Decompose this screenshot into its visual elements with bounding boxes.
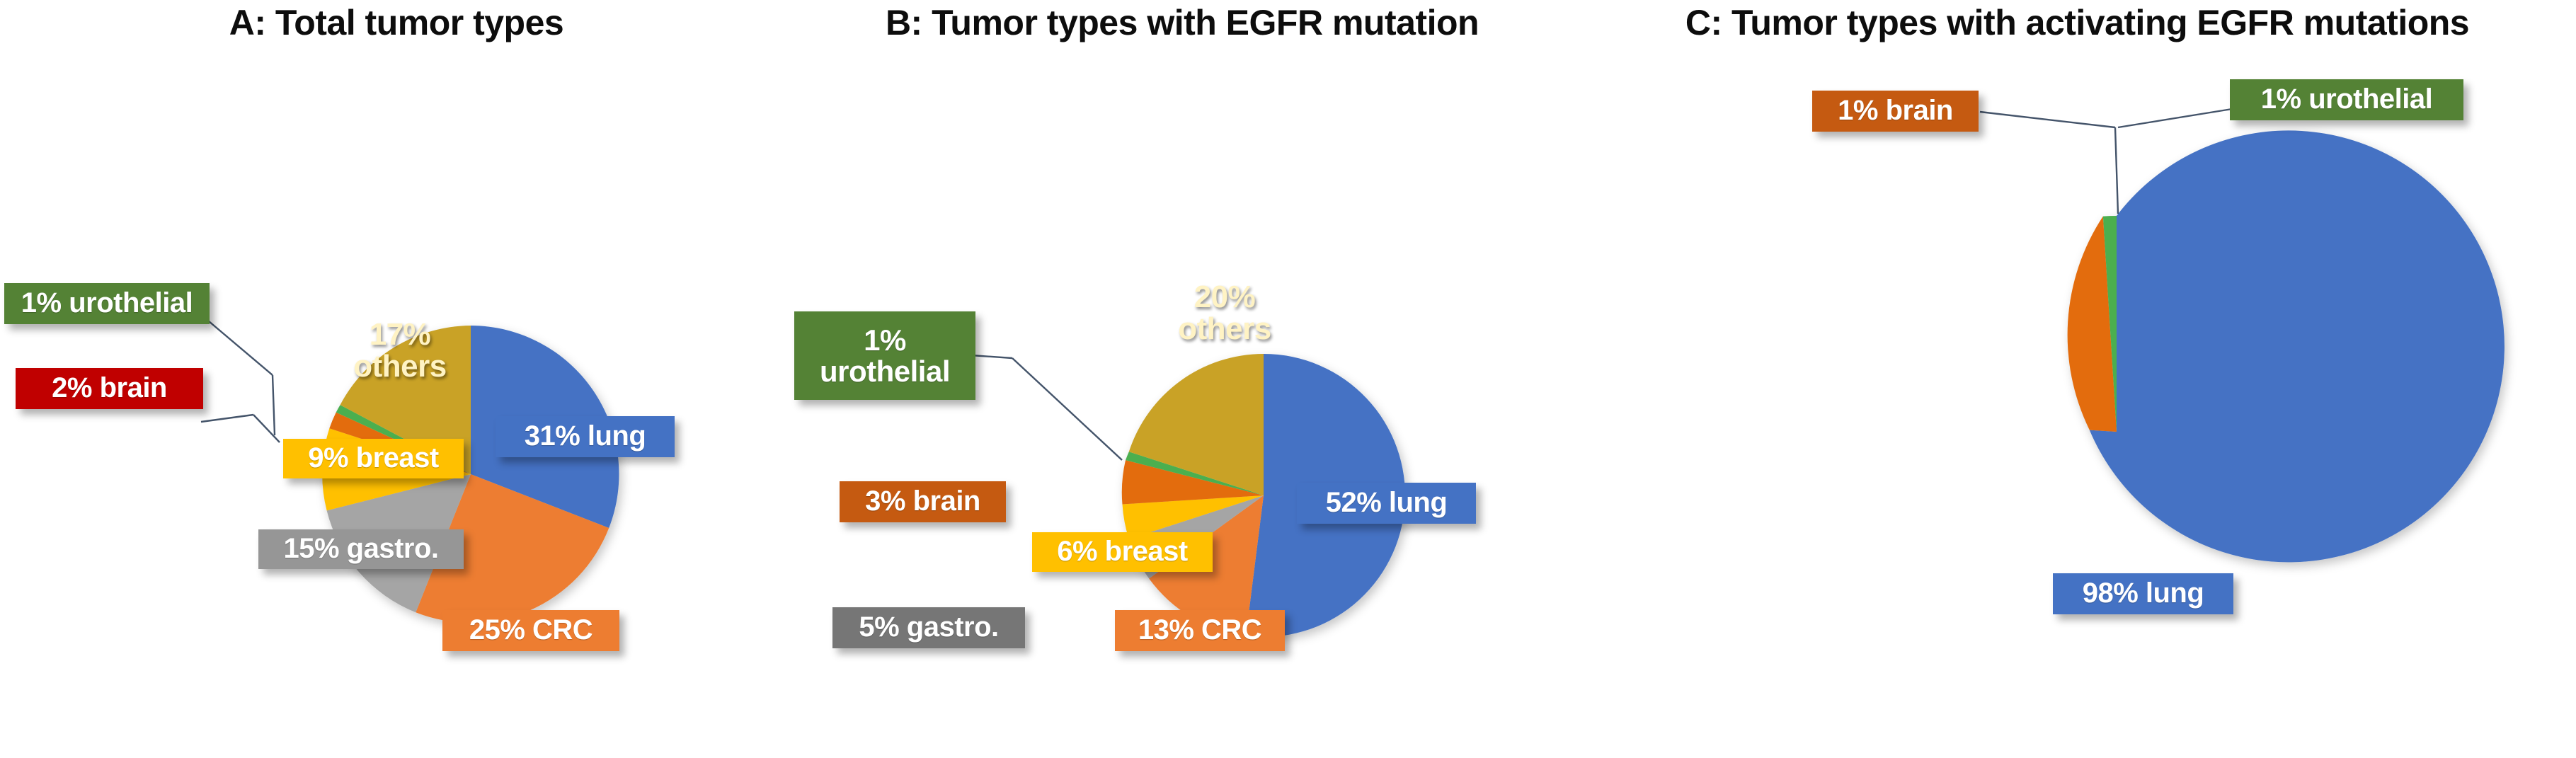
label-c-urothelial: 1% urothelial — [2230, 79, 2463, 120]
slice-b-urothelial — [1126, 452, 1264, 495]
label-b-crc: 13% CRC — [1115, 610, 1285, 651]
slice-c-lung — [2089, 130, 2505, 563]
label-b-lung: 52% lung — [1297, 483, 1476, 524]
slice-a-others — [340, 326, 471, 474]
label-a-gastro: 15% gastro. — [258, 529, 464, 569]
slice-b-breast — [1122, 495, 1264, 539]
slice-c-brain — [2067, 216, 2117, 432]
slice-b-brain — [1121, 460, 1264, 505]
label-b-others: 20% others — [1178, 279, 1271, 346]
leader-lines-b — [971, 354, 1123, 461]
slice-c-urothelial — [2102, 216, 2117, 432]
panel-b-title: B: Tumor types with EGFR mutation — [885, 3, 1479, 42]
label-a-breast: 9% breast — [283, 439, 464, 478]
label-b-gastro: 5% gastro. — [832, 607, 1025, 648]
pie-chart-c — [1899, 130, 2505, 650]
panel-c-title: C: Tumor types with activating EGFR muta… — [1685, 3, 2470, 42]
panel-a-title: A: Total tumor types — [229, 3, 564, 42]
pie-c-slices — [2067, 130, 2505, 563]
label-c-brain: 1% brain — [1812, 91, 1979, 132]
slice-b-others — [1128, 354, 1264, 495]
label-a-brain: 2% brain — [16, 368, 203, 409]
label-a-others: 17% others — [353, 316, 447, 384]
label-a-urothelial: 1% urothelial — [4, 283, 210, 324]
pie-c-svg — [2067, 130, 2505, 563]
label-b-breast: 6% breast — [1032, 532, 1213, 572]
label-b-urothelial: 1% urothelial — [794, 311, 975, 400]
slice-a-crc — [416, 474, 609, 623]
label-b-brain: 3% brain — [840, 481, 1006, 522]
label-c-lung: 98% lung — [2053, 573, 2233, 614]
label-a-lung: 31% lung — [496, 416, 675, 457]
label-a-crc: 25% CRC — [442, 610, 619, 651]
